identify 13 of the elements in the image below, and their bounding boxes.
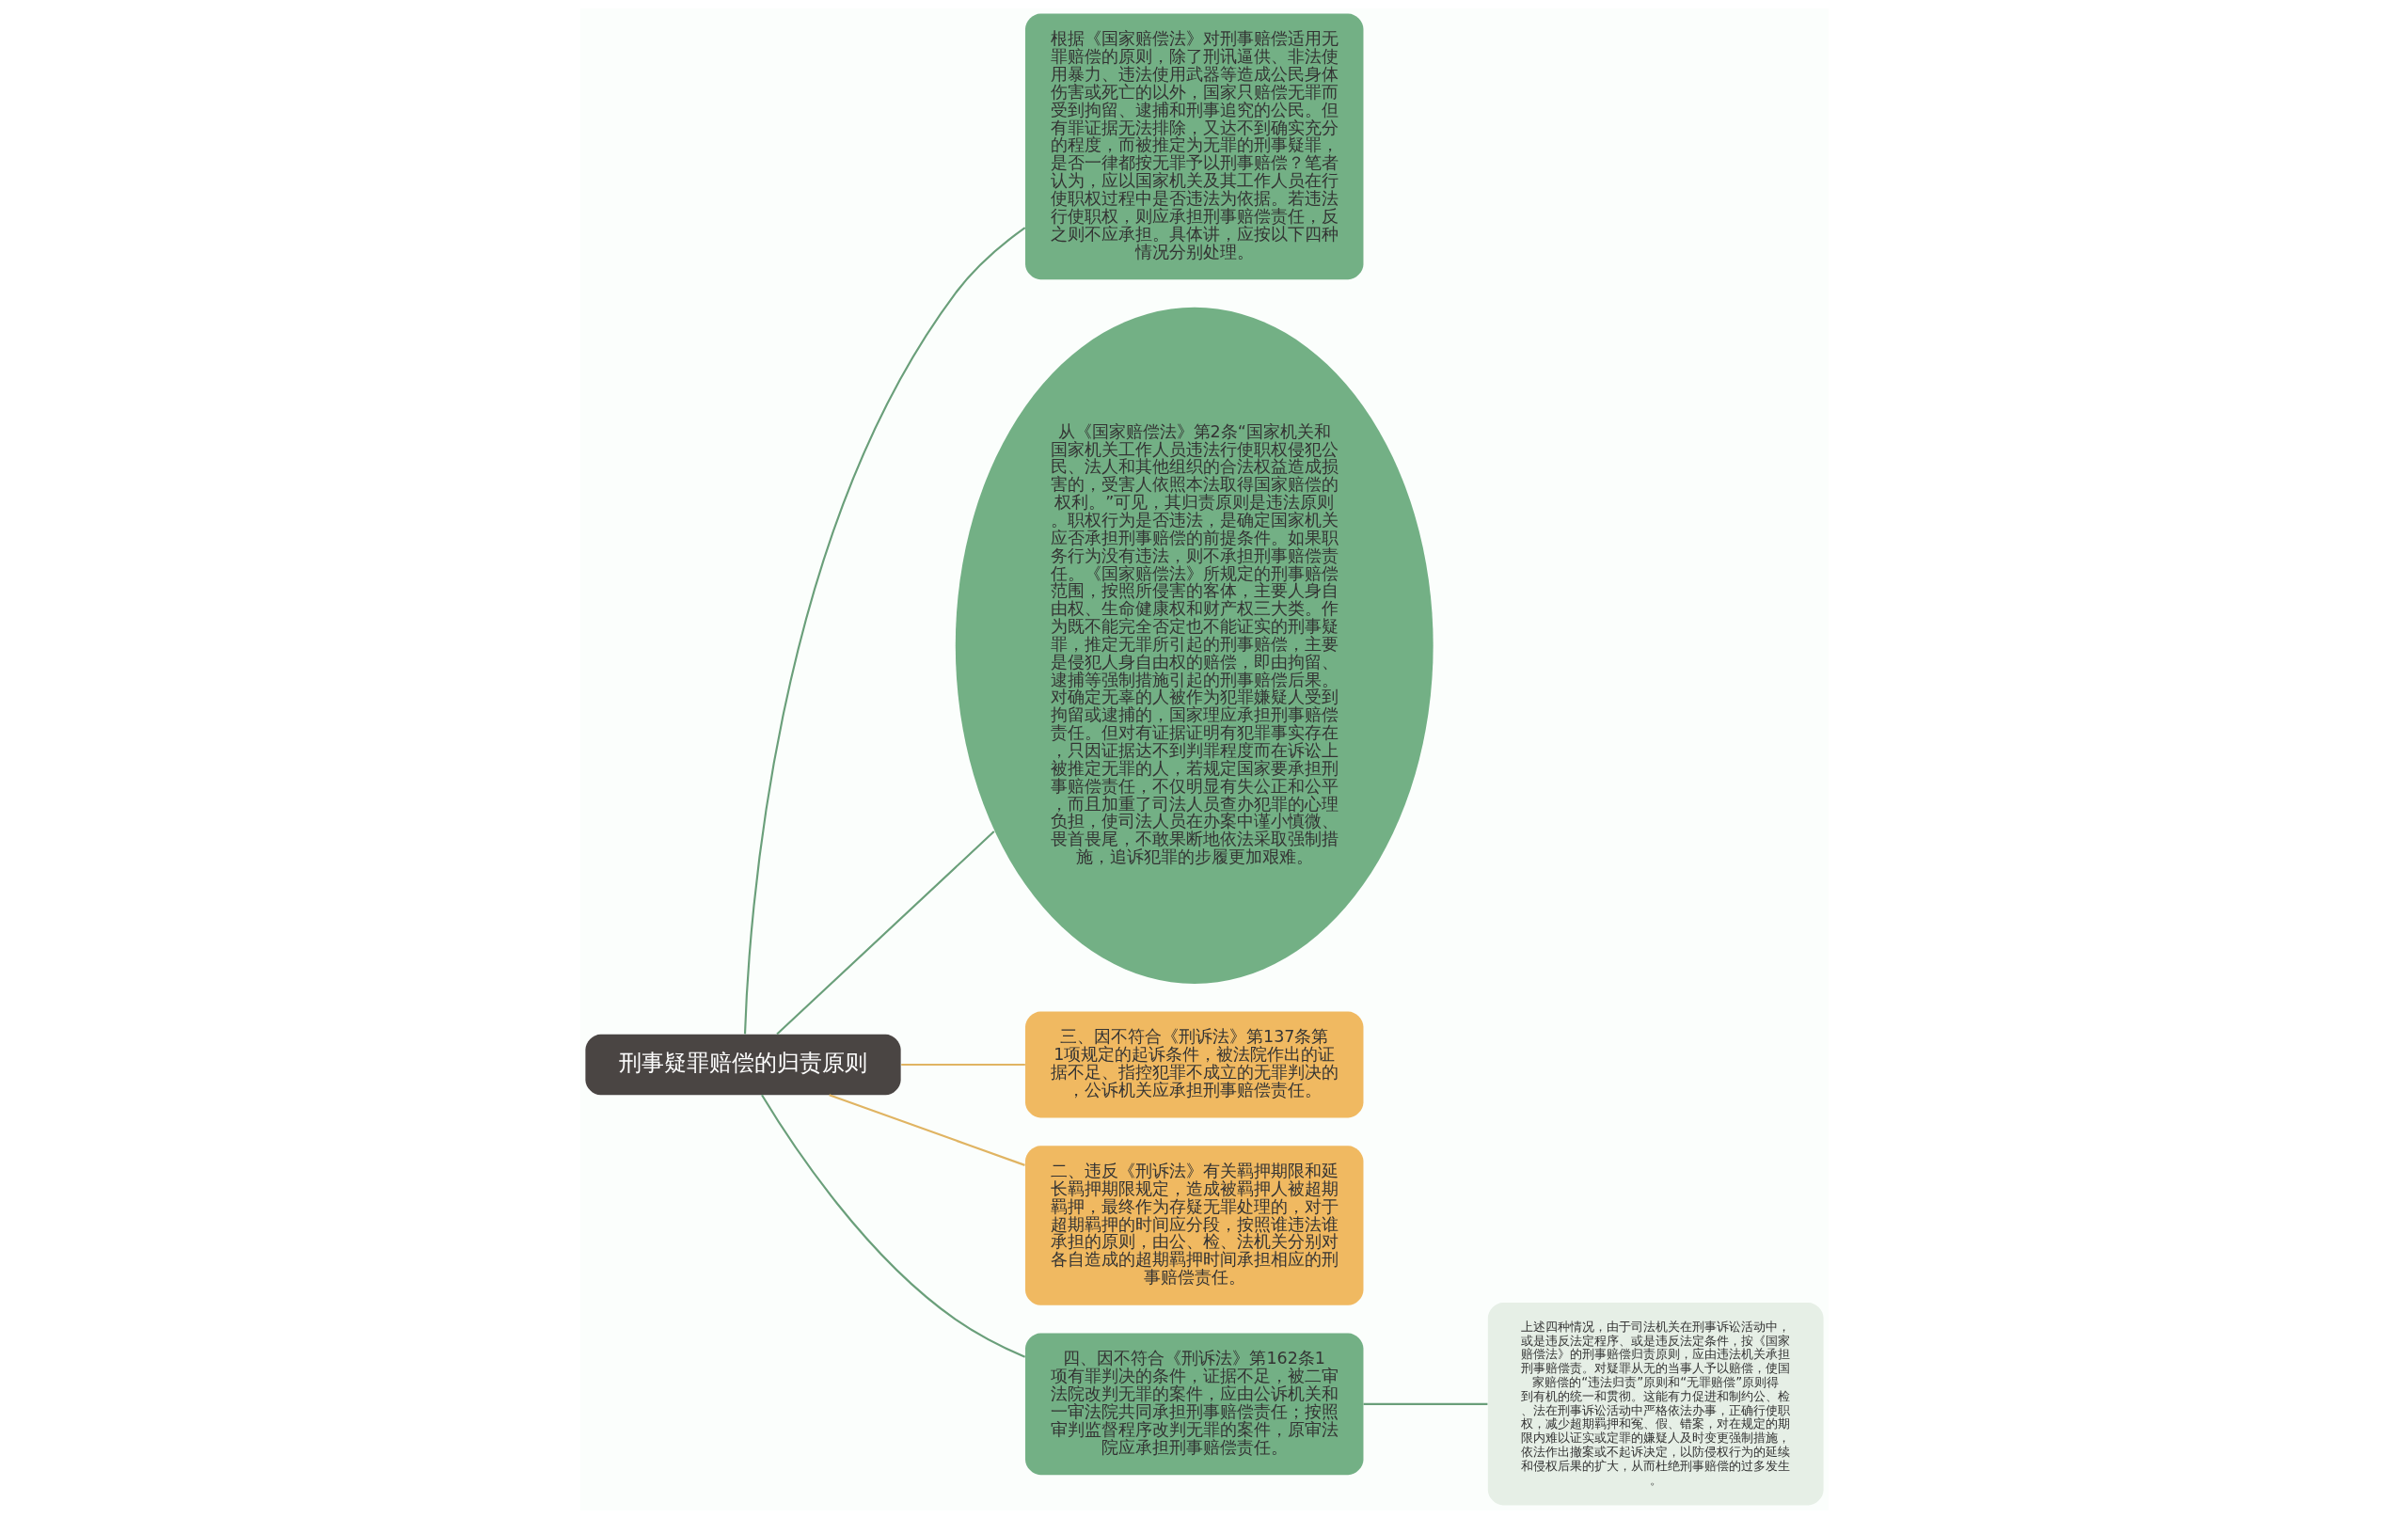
connector: [760, 1094, 1025, 1358]
connector: [743, 226, 1025, 1034]
connector: [828, 1093, 1025, 1166]
node-box: 三、因不符合《刑诉法》第137条第1项规定的起诉条件，被法院作出的证据不足、指控犯罪不成立的无罪判决的，公诉机关应承担刑事赔偿责任。: [1024, 1010, 1363, 1118]
connector: [900, 1063, 1025, 1066]
node-box: 二、违反《刑诉法》有关羁押期限和延长羁押期限规定，造成被羁押人被超期羁押，最终作为存疑无罪处理的，对于超期羁押的时间应分段，按照谁违法谁承担的原则，由公、检、法机关分别对各自造成的超期羁押时间承担相应的刑事赔偿责任。: [1024, 1145, 1363, 1305]
node-box: 四、因不符合《刑诉法》第162条1项有罪判决的条件，证据不足，被二审法院改判无罪的案件，应由公诉机关和一审法院共同承担刑事赔偿责任；按照审判监督程序改判无罪的案件，原审法院应承担刑事赔偿责任。: [1024, 1332, 1363, 1475]
node-box: 上述四种情况，由于司法机关在刑事诉讼活动中，或是违反法定程序、或是违反法定条件，按《国家赔偿法》的刑事赔偿归责原则，应由违法机关承担刑事赔偿责。对疑罪从无的当事人予以赔偿，使国家赔偿的“违法归责”原则和“无罪赔偿”原则得到有机的统一和贯彻。这能有力促进和制约公、检、法在刑事诉讼活动中严格依法办事，正确行使职权，减少超期羁押和冤、假、错案，对在规定的期限内难以证实或定罪的嫌疑人及时变更强制措施，依法作出撤案或不起诉决定，以防侵权行为的延续和侵权后果的扩大，从而杜绝刑事赔偿的过多发生。: [1487, 1302, 1824, 1505]
connector: [775, 830, 994, 1035]
connector: [1363, 1402, 1487, 1405]
node-ellipse: 从《国家赔偿法》第2条“国家机关和国家机关工作人员违法行使职权侵犯公民、法人和其他组织的合法权益造成损害的，受害人依照本法取得国家赔偿的权利。”可见，其归责原则是违法原则。职权行为是否违法，是确定国家机关应否承担刑事赔偿的前提条件。如果职务行为没有违法，则不承担刑事赔偿责任。《国家赔偿法》所规定的刑事赔偿范围，按照所侵害的客体，主要人身自由权、生命健康权和财产权三大类。作为既不能完全否定也不能证实的刑事疑罪，推定无罪所引起的刑事赔偿，主要是侵犯人身自由权的赔偿，即由拘留、逮捕等强制措施引起的刑事赔偿后果。对确定无辜的人被作为犯罪嫌疑人受到拘留或逮捕的，国家理应承担刑事赔偿责任。但对有证据证明有犯罪事实存在，只因证据达不到判罪程度而在诉讼上被推定无罪的人，若规定国家要承担刑事赔偿责任，不仅明显有失公正和公平，而且加重了司法人员查办犯罪的心理负担，使司法人员在办案中谨小慎微、畏首畏尾，不敢果断地依法采取强制措施，追诉犯罪的步履更加艰难。: [955, 307, 1434, 984]
node-box: 根据《国家赔偿法》对刑事赔偿适用无罪赔偿的原则，除了刑讯逼供、非法使用暴力、违法使用武器等造成公民身体伤害或死亡的以外，国家只赔偿无罪而受到拘留、逮捕和刑事追究的公民。但有罪证据无法排除，又达不到确实充分的程度，而被推定为无罪的刑事疑罪，是否一律都按无罪予以刑事赔偿？笔者认为，应以国家机关及其工作人员在行使职权过程中是否违法为依据。若违法行使职权，则应承担刑事赔偿责任，反之则不应承担。具体讲，应按以下四种情况分别处理。: [1024, 13, 1363, 279]
node-box: 刑事疑罪赔偿的归责原则: [584, 1034, 901, 1095]
